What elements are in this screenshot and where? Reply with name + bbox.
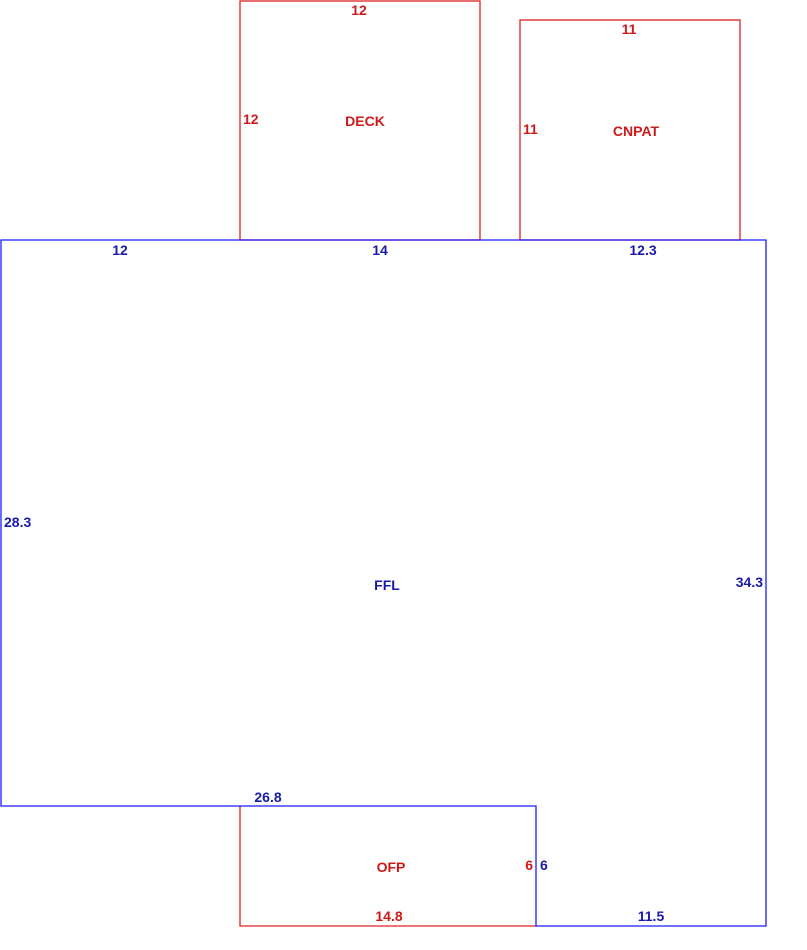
cnpat-top-dimension: 11	[622, 21, 637, 37]
ffl-label: FFL	[374, 577, 400, 593]
ofp-area: OFP 6 14.8	[239, 806, 536, 927]
cnpat-left-dimension: 11	[523, 121, 538, 137]
ffl-bottom-dimension: 11.5	[638, 908, 665, 924]
ffl-left-dimension: 28.3	[4, 514, 31, 530]
ofp-outline	[239, 806, 536, 927]
ffl-top-dimension-2: 14	[372, 242, 388, 258]
cnpat-area: CNPAT 11 11	[519, 19, 741, 241]
cnpat-label: CNPAT	[613, 123, 660, 139]
ffl-inner-bottom-dimension: 26.8	[254, 789, 281, 805]
ofp-right-dimension: 6	[525, 857, 533, 873]
ofp-bottom-dimension: 14.8	[375, 908, 402, 924]
ffl-notch-dimension: 6	[540, 857, 548, 873]
deck-left-dimension: 12	[243, 111, 259, 127]
ffl-outline	[0, 239, 767, 927]
deck-area: DECK 12 12	[239, 0, 481, 241]
ffl-right-dimension: 34.3	[736, 574, 763, 590]
ffl-top-dimension-1: 12	[112, 242, 128, 258]
ffl-top-dimension-3: 12.3	[629, 242, 656, 258]
deck-top-dimension: 12	[351, 2, 367, 18]
ofp-label: OFP	[377, 859, 406, 875]
ffl-area: FFL 12 14 12.3 28.3 34.3 26.8 6 11.5	[0, 239, 767, 927]
deck-label: DECK	[345, 113, 385, 129]
